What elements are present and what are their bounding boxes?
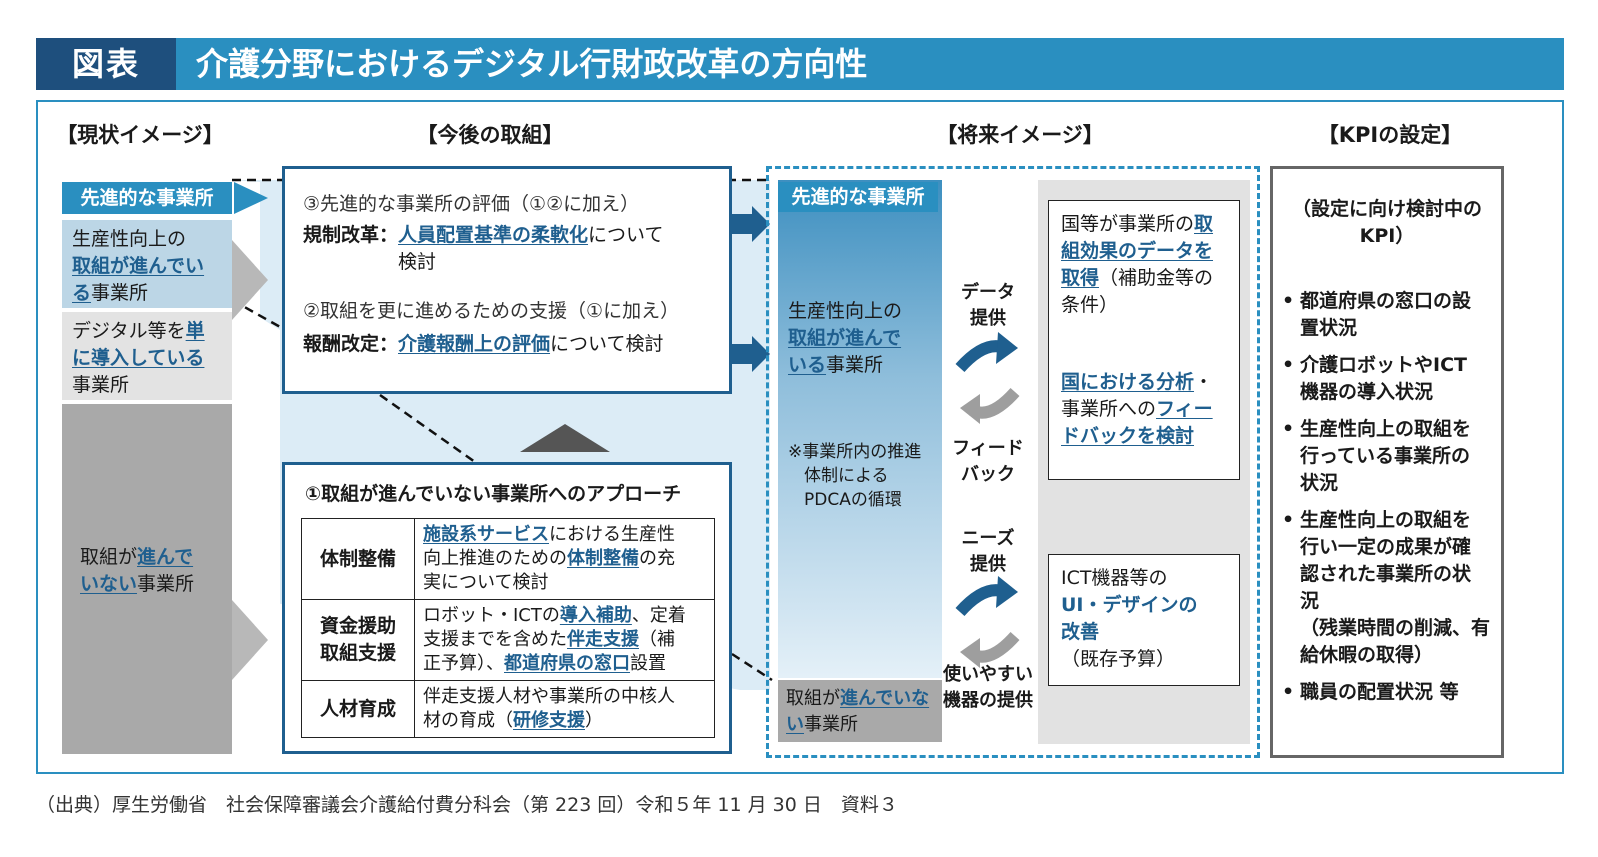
actions-box-upper: ③先進的な事業所の評価（①②に加え） 規制改革： 人員配置基準の柔軟化について … [282,166,732,394]
actions-box-lower: ①取組が進んでいない事業所へのアプローチ 体制整備 施設系サービスにおける生産性… [282,462,732,754]
heading-kpi: 【KPIの設定】 [1317,123,1463,147]
diagram-frame [36,100,1564,774]
box2-title: ②取組を更に進めるための支援（①に加え） [303,300,680,322]
future-not-progress-label: 取組が進んでいな い事業所 [778,680,942,742]
dashed-middle [379,393,476,464]
page-title: 介護分野におけるデジタル行財政改革の方向性 [196,45,868,83]
arrow-right-2 [752,336,770,372]
header-bar [36,38,1564,90]
arrow-right-1 [752,206,770,242]
current-productivity-tier: 生産性向上の 取組が進んでい る事業所 [62,220,232,308]
label-data-provide: データ 提供 [961,282,1015,329]
flow-wedge [232,300,280,700]
box3-content: 規制改革： 人員配置基準の柔軟化について 検討 [303,224,664,273]
label-feedback: フィード バック [952,438,1024,485]
list-item: • 生産性向上の取組を行い一定の成果が確認された事業所の状況（残業時間の削減、有… [1282,509,1491,666]
blue-arrow-tip [234,182,268,214]
table-row: 体制整備 施設系サービスにおける生産性 向上推進のための体制整備の充 実について… [301,518,715,600]
dashed-upper-left [231,298,283,330]
table-row: 人材育成 伴走支援人材や事業所の中核人 材の育成（研修支援） [301,680,715,738]
box2-content: 報酬改定： 介護報酬上の評価について検討 [303,333,664,355]
up-triangle [520,424,610,452]
list-item: • 生産性向上の取組を行っている事業所の状況 [1282,418,1472,494]
dashed-lower [731,652,773,682]
approach-table: 体制整備 施設系サービスにおける生産性 向上推進のための体制整備の充 実について… [301,518,715,738]
list-item: • 都道府県の窓口の設置状況 [1282,290,1472,339]
current-digital-tier: デジタル等を単 に導入している 事業所 [62,312,232,400]
kpi-note: （設定に向け検討中の KPI） [1291,198,1482,247]
kpi-box [1270,166,1504,758]
future-dashed-frame [766,166,1260,758]
header-tag: 図表 [36,38,176,90]
source-citation: （出典）厚生労働省 社会保障審議会介護給付費分科会（第 223 回）令和５年 1… [36,794,898,816]
box1-title: ①取組が進んでいない事業所へのアプローチ [305,483,682,505]
future-pdca-note: ※事業所内の推進 体制による PDCAの循環 [788,442,922,510]
future-productivity-text: 生産性向上の 取組が進んで いる事業所 [788,300,903,376]
future-advanced-label: 先進的な事業所 [778,182,938,212]
future-gradient-column [778,180,942,678]
ict-box: ICT機器等の UI・デザインの 改善 （既存予算） [1048,554,1240,686]
heading-current: 【現状イメージ】 [56,123,224,147]
heading-future: 【将来イメージ】 [936,123,1104,147]
grey-arrow-lower [232,600,268,680]
list-item: • 職員の配置状況 等 [1282,681,1459,703]
current-not-progress-tier: 取組が進んで いない事業所 [62,404,232,754]
heading-actions: 【今後の取組】 [416,123,564,147]
current-advanced-label: 先進的な事業所 [62,182,232,214]
grey-arrow-upper [232,240,268,320]
label-needs: ニーズ 提供 [961,528,1015,575]
table-row: 資金援助 取組支援 ロボット・ICTの導入補助、定着 支援までを含めた伴走支援（… [301,599,715,681]
box3-title: ③先進的な事業所の評価（①②に加え） [303,193,640,215]
label-device: 使いやすい 機器の提供 [943,664,1033,711]
gov-data-box: 国等が事業所の取 組効果のデータを 取得（補助金等の 条件） 国における分析・ … [1048,200,1240,480]
